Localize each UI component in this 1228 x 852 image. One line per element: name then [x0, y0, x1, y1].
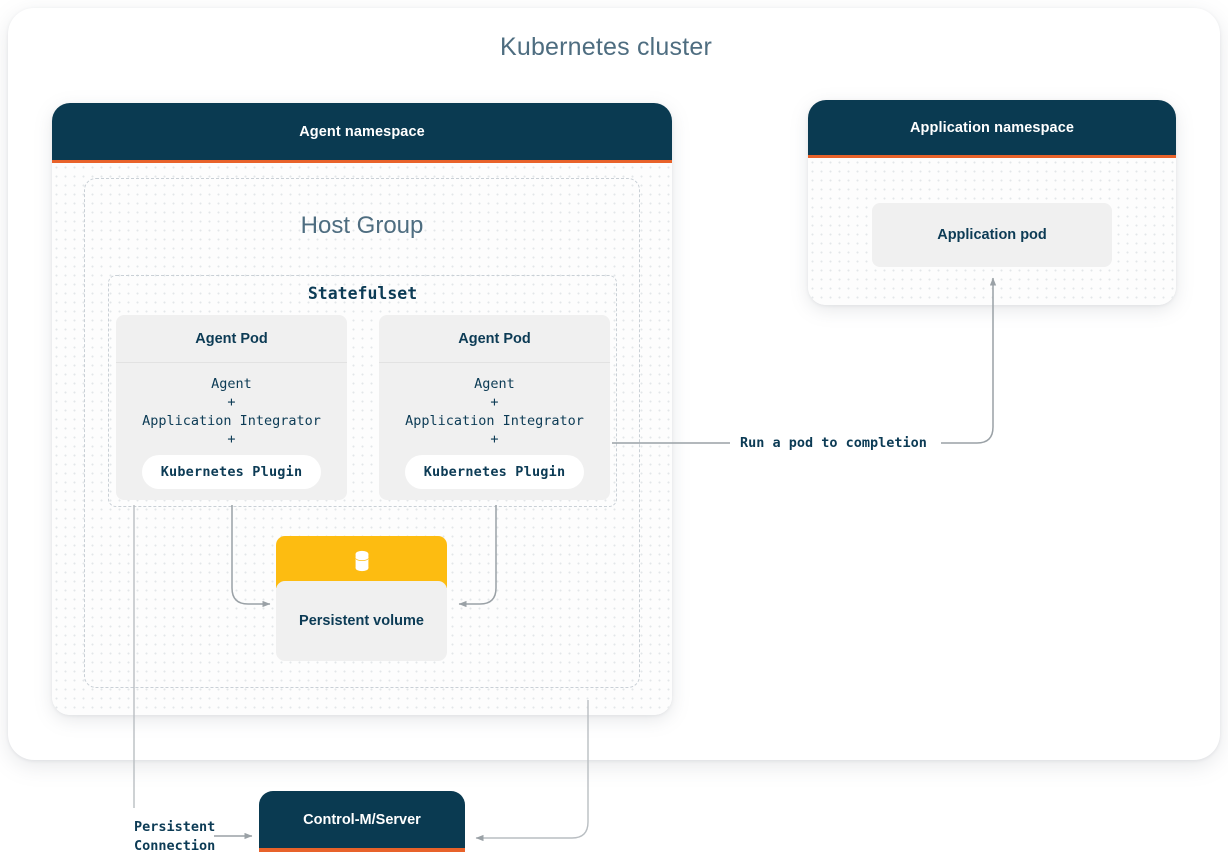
agent-pod-2-line-2: Application Integrator: [405, 412, 584, 429]
agent-pod-2-line-0: Agent: [474, 376, 515, 392]
agent-pod-2-title: Agent Pod: [379, 315, 610, 363]
agent-pod-2-line-3: +: [490, 431, 499, 448]
agent-pod-2-plugin-pill[interactable]: Kubernetes Plugin: [404, 454, 585, 490]
agent-namespace-header: Agent namespace: [52, 103, 672, 163]
agent-pod-1-body: Agent + Application Integrator + Kuberne…: [116, 363, 347, 490]
agent-pod-1-line-1: +: [227, 394, 236, 411]
host-group-title: Host Group: [300, 212, 424, 239]
persistent-connection-label: Persistent Connection: [134, 819, 216, 852]
application-namespace-panel: Application namespace: [808, 100, 1176, 305]
agent-pod-2-body: Agent + Application Integrator + Kuberne…: [379, 363, 610, 490]
agent-pod-1-line-3: +: [227, 431, 236, 448]
persistent-volume-node[interactable]: Persistent volume: [276, 536, 447, 661]
agent-pod-1-title: Agent Pod: [116, 315, 347, 363]
statefulset-region: Statefulset: [108, 275, 617, 507]
agent-pod-1-line-2: Application Integrator: [142, 412, 321, 429]
database-cylinder-icon: [353, 549, 371, 575]
persistent-volume-label: Persistent volume: [276, 581, 447, 661]
agent-pod-1-plugin-pill[interactable]: Kubernetes Plugin: [141, 454, 322, 490]
agent-pod-2-line-1: +: [490, 394, 499, 411]
agent-pod-2[interactable]: Agent Pod Agent + Application Integrator…: [379, 315, 610, 500]
application-pod[interactable]: Application pod: [872, 203, 1112, 267]
control-m-server-node[interactable]: Control-M/Server: [259, 791, 465, 852]
agent-pod-1-line-0: Agent: [211, 376, 252, 392]
host-group-region: Host Group: [84, 178, 640, 688]
page-title: Kubernetes cluster: [499, 33, 713, 61]
agent-pod-1[interactable]: Agent Pod Agent + Application Integrator…: [116, 315, 347, 500]
statefulset-title: Statefulset: [307, 284, 418, 303]
run-pod-to-completion-label: Run a pod to completion: [740, 435, 927, 451]
application-namespace-header: Application namespace: [808, 100, 1176, 158]
persistent-volume-header: [276, 536, 447, 588]
